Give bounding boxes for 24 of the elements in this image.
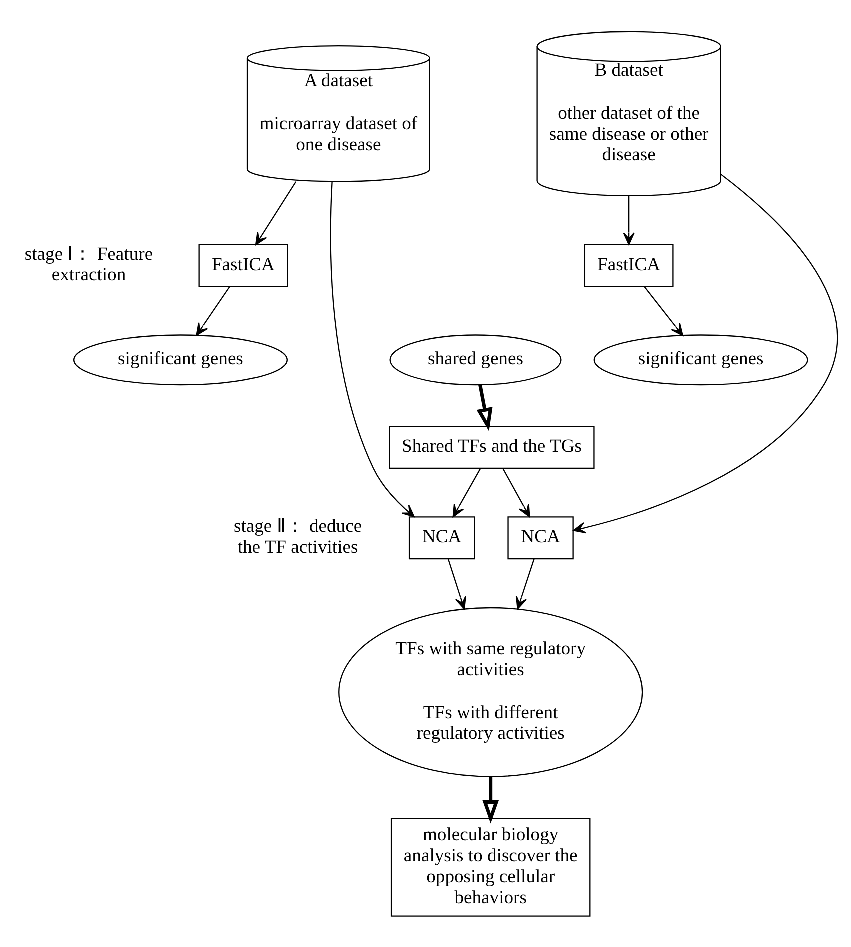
arrow bbox=[330, 181, 415, 518]
node-ellipse: shared genes bbox=[390, 334, 562, 386]
node-box: FastICA bbox=[198, 244, 288, 287]
node-ellipse: TFs with same regulatory activities TFs with different regulatory activities bbox=[338, 606, 644, 777]
arrow bbox=[516, 558, 535, 610]
label: stage Ⅱ： deduce the TF activities bbox=[234, 516, 362, 558]
arrow bbox=[452, 468, 482, 518]
arrow bbox=[482, 776, 499, 824]
arrow bbox=[476, 384, 493, 431]
node-ellipse: significant genes bbox=[594, 334, 808, 386]
node-box: FastICA bbox=[584, 244, 674, 287]
arrow bbox=[196, 286, 230, 336]
arrow bbox=[448, 558, 466, 610]
arrow bbox=[644, 286, 684, 336]
node-box: Shared TFs and the TGs bbox=[389, 426, 595, 468]
node-box: NCA bbox=[508, 516, 574, 560]
node-box: molecular biology analysis to discover the opposing cellular behaviors bbox=[390, 818, 591, 916]
arrow bbox=[255, 181, 297, 245]
arrow bbox=[623, 196, 635, 245]
node-ellipse: significant genes bbox=[73, 334, 288, 386]
node-box: NCA bbox=[408, 516, 476, 560]
arrow bbox=[502, 468, 530, 518]
label: stage Ⅰ： Feature extraction bbox=[24, 243, 154, 286]
arrow bbox=[573, 174, 838, 534]
